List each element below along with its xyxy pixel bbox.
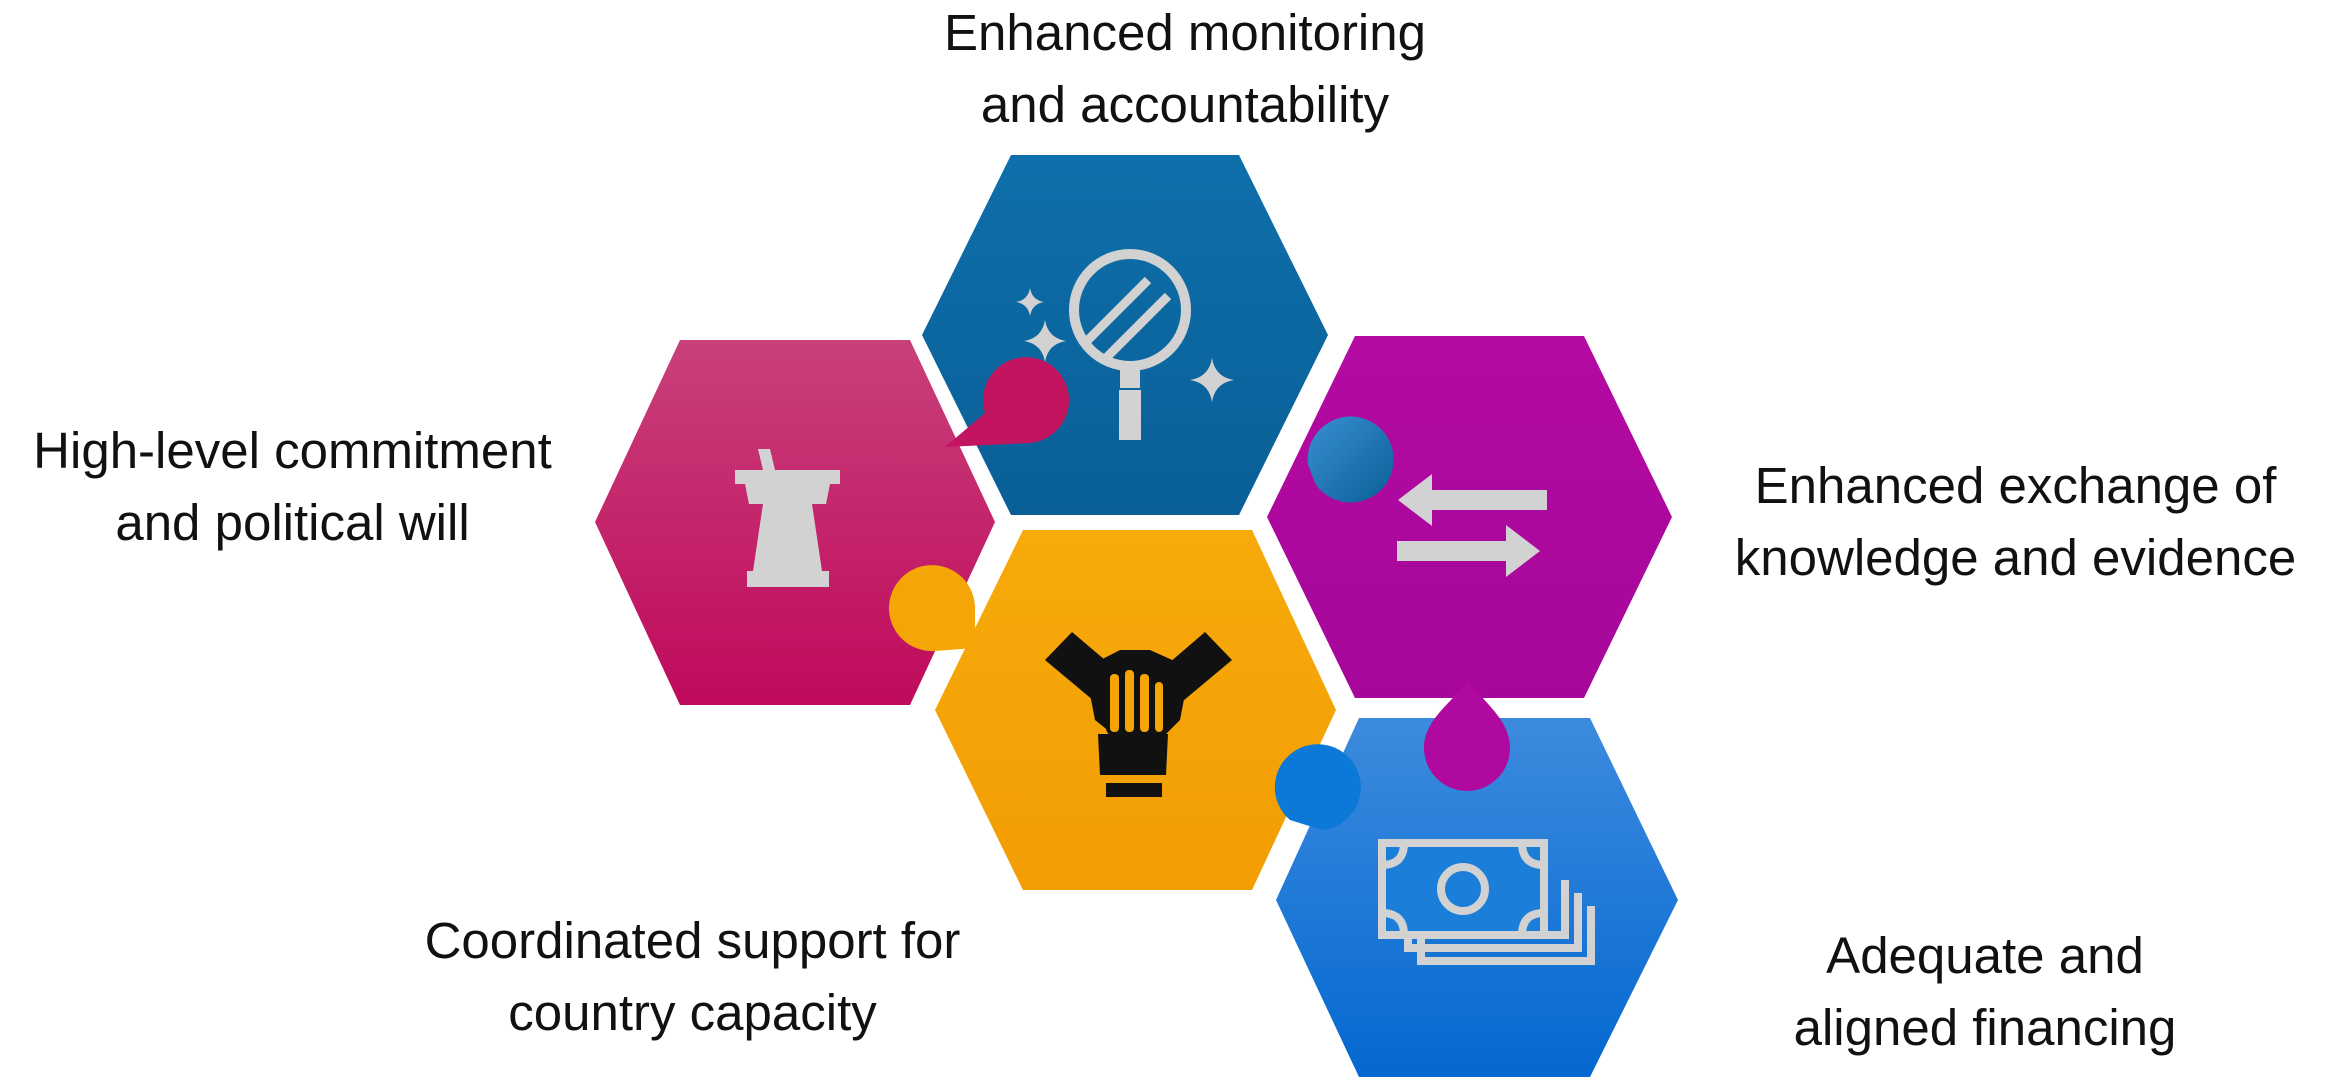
money-stack-icon	[1378, 839, 1595, 965]
connector-drop-blue-right	[1307, 416, 1394, 503]
label-financing-line1: Adequate and	[1826, 927, 2144, 984]
label-monitoring-line1: Enhanced monitoring	[944, 4, 1426, 61]
magnifier-sparkle-icon	[1016, 249, 1234, 440]
label-financing-line2: aligned financing	[1793, 999, 2177, 1056]
label-coordinated: Coordinated support for country capacity	[385, 905, 1000, 1049]
label-exchange: Enhanced exchange of knowledge and evide…	[1713, 450, 2318, 594]
label-commitment: High-level commitment and political will	[0, 415, 585, 559]
connector-drop-magenta-top	[945, 357, 1070, 447]
label-exchange-line1: Enhanced exchange of	[1754, 457, 2277, 514]
joined-hands-icon	[1045, 632, 1232, 797]
connector-drop-orange-left	[889, 565, 975, 652]
podium-icon	[735, 449, 840, 587]
connector-drop-magenta-bottom	[1424, 680, 1510, 791]
exchange-arrows-icon	[1397, 474, 1547, 577]
label-coordinated-line2: country capacity	[508, 984, 877, 1041]
label-financing: Adequate and aligned financing	[1725, 920, 2245, 1064]
label-commitment-line2: and political will	[115, 494, 470, 551]
label-commitment-line1: High-level commitment	[33, 422, 552, 479]
label-coordinated-line1: Coordinated support for	[424, 912, 961, 969]
label-monitoring-line2: and accountability	[980, 76, 1390, 133]
label-monitoring: Enhanced monitoring and accountability	[905, 0, 1465, 141]
connector-drop-blue-left	[1274, 744, 1361, 830]
label-exchange-line2: knowledge and evidence	[1734, 529, 2297, 586]
hexagon-exchange	[1267, 336, 1672, 698]
